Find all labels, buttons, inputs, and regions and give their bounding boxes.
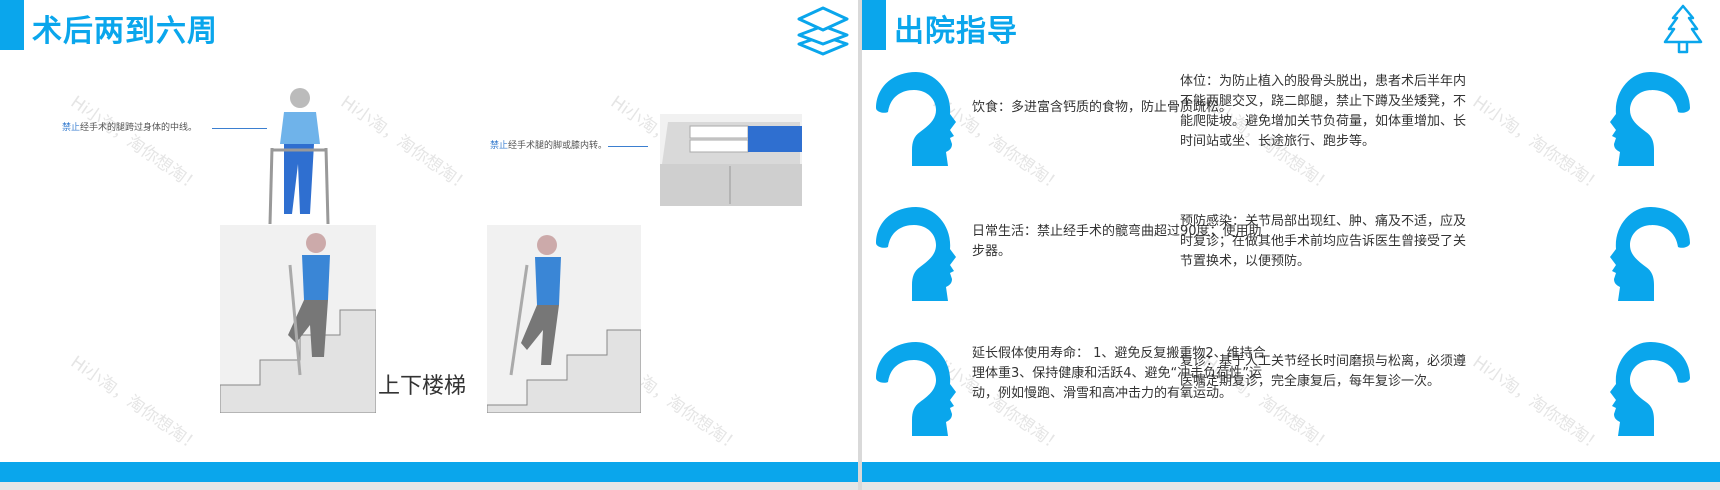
caption-inward-rotation: 禁止经手术腿的脚或膝内转。 [490,141,608,151]
watermark: Hi小淘，淘你想淘！ [1468,352,1606,457]
caption-pointer [608,146,648,147]
stairs-label: 上下楼梯 [378,374,467,399]
caption-pointer [212,128,267,129]
footer-bar [0,462,858,482]
footer-bar [862,462,1720,482]
footer-strip [862,482,1720,490]
item-number: 03 [892,245,909,262]
layers-icon [797,6,849,56]
item-number: 02 [1648,110,1665,127]
caption-cross-midline: 禁止经手术的腿跨过身体的中线。 [62,123,198,133]
slide-post-op-weeks: Hi小淘，淘你想淘！ Hi小淘，淘你想淘！ Hi小淘，淘你想淘！ Hi小淘，淘你… [0,0,858,490]
footer-strip [0,482,858,490]
stairs-down-image [487,225,641,413]
bed-leg-image [660,114,802,206]
item-number: 05 [892,380,909,397]
guidance-text: 预防感染：关节局部出现红、肿、痛及不适，应及时复诊；在做其他手术前均应告诉医生曾… [1180,214,1467,269]
guidance-text: 体位：为防止植入的股骨头脱出，患者术后半年内不能两腿交叉，跷二郎腿，禁止下蹲及坐… [1180,74,1467,149]
head-silhouette-icon: 06 [1610,340,1694,436]
head-silhouette-icon: 05 [872,340,956,436]
tree-icon [1663,4,1703,54]
slide-discharge-guidance: Hi小淘，淘你想淘！ Hi小淘，淘你想淘！ Hi小淘，淘你想淘！ Hi小淘，淘你… [862,0,1720,490]
header-accent [0,0,24,50]
watermark: Hi小淘，淘你想淘！ [66,92,204,197]
head-silhouette-icon: 01 [872,70,956,166]
walker-figure-image [268,88,330,225]
guidance-text: 复诊：基于人工关节经长时间磨损与松离，必须遵医嘱定期复诊，完全康复后，每年复诊一… [1180,354,1467,389]
head-silhouette-icon: 03 [872,205,956,301]
item-number: 04 [1648,245,1665,262]
stairs-up-image [220,225,376,413]
watermark: Hi小淘，淘你想淘！ [336,92,474,197]
head-silhouette-icon: 02 [1610,70,1694,166]
watermark: Hi小淘，淘你想淘！ [66,352,204,457]
guidance-text: 饮食：多进富含钙质的食物，防止骨质疏松。 [972,100,1233,115]
page-title: 出院指导 [894,14,1018,49]
watermark: Hi小淘，淘你想淘！ [1468,92,1606,197]
head-silhouette-icon: 04 [1610,205,1694,301]
header-accent [862,0,886,50]
item-number: 01 [892,110,909,127]
item-number: 06 [1648,380,1665,397]
guidance-text: 日常生活：禁止经手术的髋弯曲超过90度；使用助步器。 [972,224,1262,259]
guidance-text: 延长假体使用寿命： 1、避免反复搬重物2、维持合理体重3、保持健康和活跃4、避免… [972,346,1266,401]
page-title: 术后两到六周 [32,14,218,49]
